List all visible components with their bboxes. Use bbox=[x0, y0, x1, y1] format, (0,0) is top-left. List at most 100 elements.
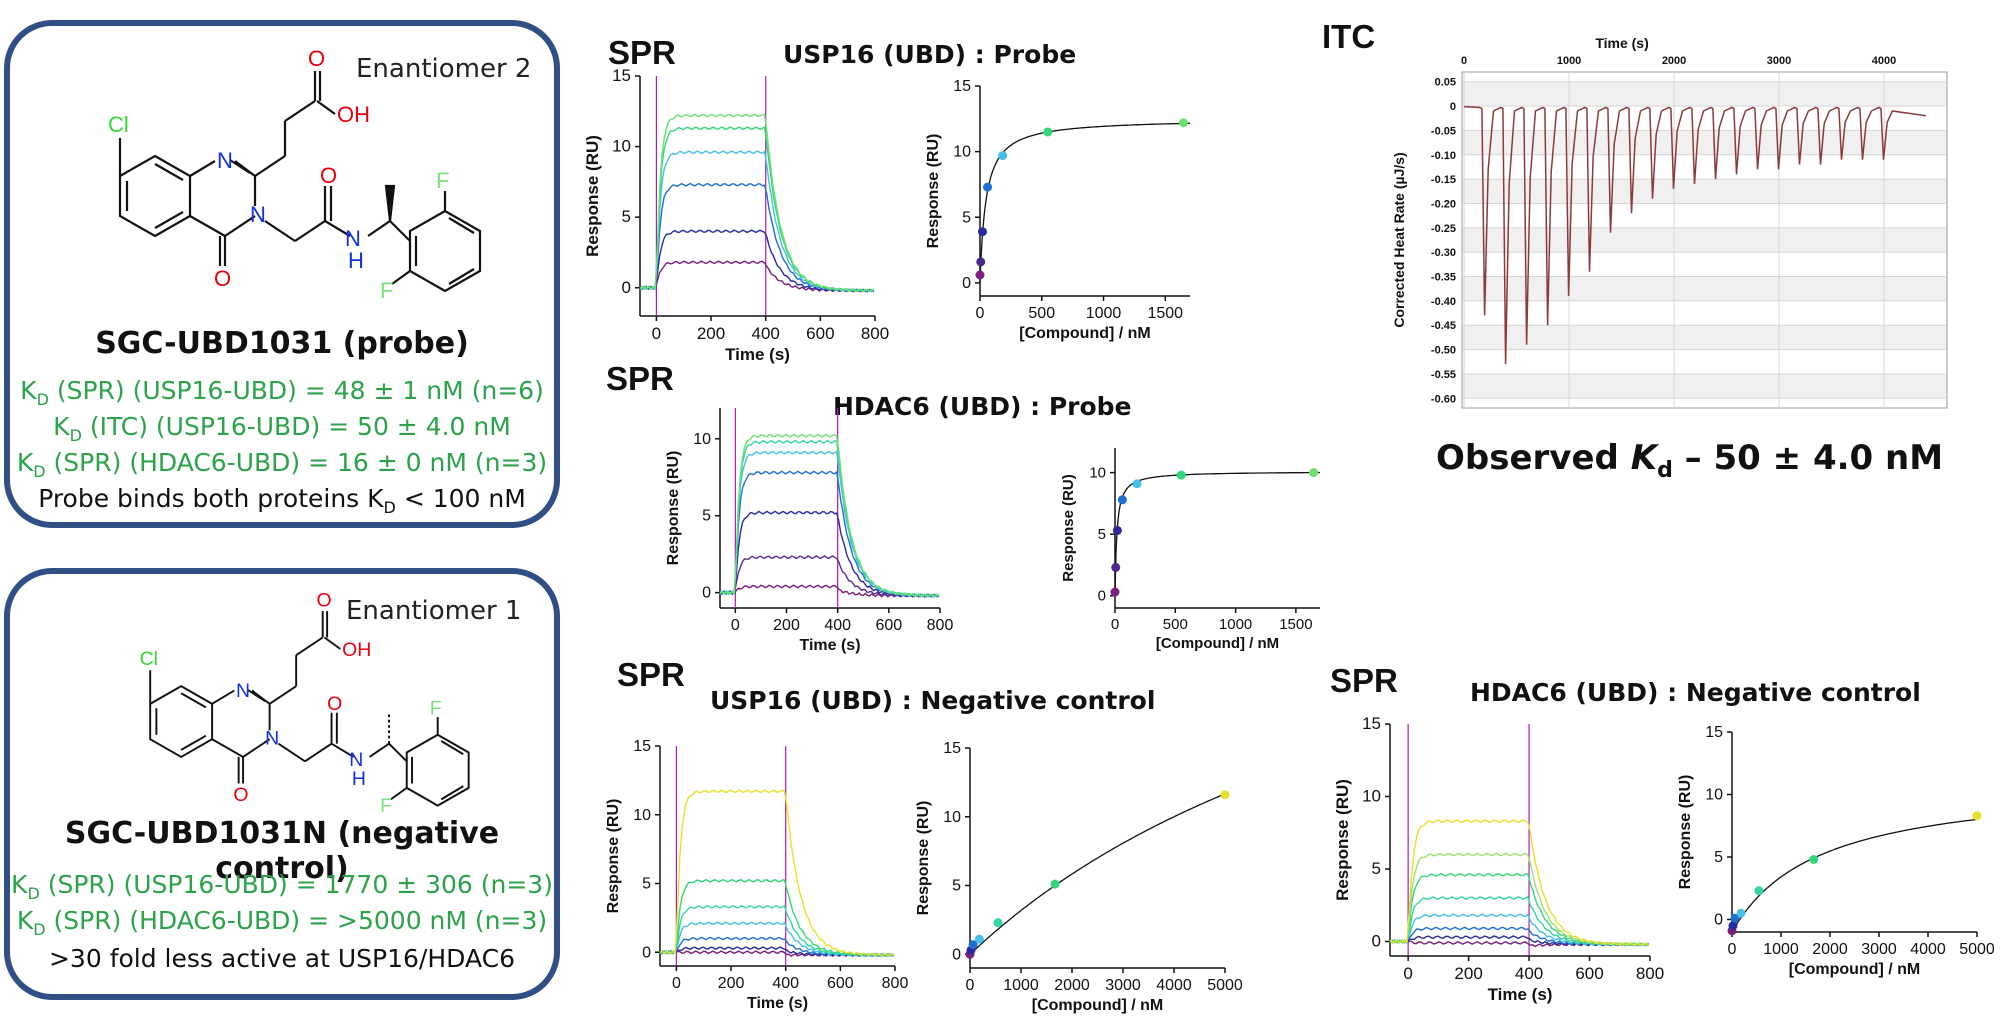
n1-label: N bbox=[217, 148, 233, 173]
negative-control-card: Enantiomer 1 bbox=[4, 568, 560, 1000]
note-sub: D bbox=[383, 498, 396, 517]
hdac6-neg-title: HDAC6 (UBD) : Negative control bbox=[1470, 678, 1921, 707]
nh-n-label: N bbox=[349, 749, 363, 771]
n3-label: N bbox=[265, 728, 279, 750]
probe-kd-line-2: KD (ITC) (USP16-UBD) = 50 ± 4.0 nM bbox=[10, 412, 554, 445]
y-tick-label: -0.40 bbox=[1431, 296, 1456, 308]
f2-label: F bbox=[380, 278, 393, 303]
data-point bbox=[1972, 811, 1982, 821]
data-point bbox=[968, 940, 978, 950]
note-pre: Probe binds both proteins K bbox=[38, 484, 384, 513]
x-tick-label: 2000 bbox=[1662, 55, 1686, 67]
spr-label-1: SPR bbox=[608, 34, 676, 71]
data-point bbox=[1176, 470, 1186, 480]
x-tick-label: 1500 bbox=[1147, 305, 1183, 322]
data-point bbox=[1043, 127, 1053, 137]
y-tick-label: 5 bbox=[962, 209, 971, 226]
data-point bbox=[1050, 879, 1060, 889]
x-tick-label: 0 bbox=[1403, 964, 1412, 983]
data-point bbox=[1736, 908, 1746, 918]
y-tick-label: 5 bbox=[642, 876, 651, 893]
x-tick-label: 0 bbox=[1461, 55, 1467, 67]
data-point bbox=[977, 227, 987, 237]
data-point bbox=[1117, 495, 1127, 505]
x-tick-label: 4000 bbox=[1156, 977, 1192, 994]
x-tick-label: 3000 bbox=[1861, 941, 1897, 958]
x-axis-label: Time (s) bbox=[799, 637, 860, 654]
x-tick-label: 1000 bbox=[1763, 941, 1799, 958]
x-tick-label: 1000 bbox=[1086, 305, 1122, 322]
grid-band bbox=[1462, 179, 1947, 204]
nh-h-label: H bbox=[348, 248, 364, 273]
data-point bbox=[974, 934, 984, 944]
y-axis-label: Corrected Heat Rate (µJ/s) bbox=[1391, 152, 1407, 327]
y-tick-label: 15 bbox=[943, 740, 961, 757]
nh-n-label: N bbox=[345, 226, 361, 251]
sensorgram-series bbox=[639, 182, 875, 293]
x-tick-label: 2000 bbox=[1812, 941, 1848, 958]
y-tick-label: 0 bbox=[1450, 101, 1456, 113]
x-tick-label: 400 bbox=[1515, 964, 1543, 983]
sensorgram-series bbox=[659, 789, 895, 957]
y-tick-label: 10 bbox=[633, 807, 651, 824]
f2-label: F bbox=[380, 795, 392, 817]
fit-curve bbox=[1731, 818, 1978, 933]
sensorgram-series bbox=[1389, 819, 1650, 947]
itc-plot: 0.050-0.05-0.10-0.15-0.20-0.25-0.30-0.35… bbox=[1391, 35, 1948, 409]
y-tick-label: 10 bbox=[943, 809, 961, 826]
spr-label-3: SPR bbox=[617, 656, 685, 693]
y-tick-label: 5 bbox=[702, 508, 711, 525]
sensorgram-series bbox=[659, 878, 895, 957]
data-point bbox=[1220, 790, 1230, 800]
x-tick-label: 1000 bbox=[1557, 55, 1581, 67]
sensorgram-series bbox=[719, 555, 940, 598]
itc-label: ITC bbox=[1322, 18, 1376, 55]
negative-control-name: SGC-UBD1031N (negative control) bbox=[64, 816, 500, 886]
x-tick-label: 600 bbox=[806, 324, 834, 343]
sensorgram-series bbox=[639, 113, 875, 293]
y-tick-label: 15 bbox=[633, 738, 651, 755]
negative-control-structure: Cl N N O O OH O N H F F bbox=[140, 590, 470, 817]
o-acid-label: O bbox=[317, 590, 332, 612]
y-tick-label: 5 bbox=[1098, 526, 1106, 543]
x-tick-label: 400 bbox=[824, 617, 851, 634]
y-tick-label: 0 bbox=[952, 946, 961, 963]
x-tick-label: 0 bbox=[652, 324, 661, 343]
sensorgram-series bbox=[1389, 872, 1649, 947]
y-axis-label: Response (RU) bbox=[1333, 779, 1352, 901]
kd-sub: D bbox=[27, 884, 40, 903]
y-tick-label: 0 bbox=[962, 275, 971, 292]
kd-k: K bbox=[11, 870, 28, 899]
data-point bbox=[1309, 468, 1319, 478]
kd-k: K bbox=[16, 906, 34, 935]
spr-label-4: SPR bbox=[1330, 662, 1398, 699]
x-tick-label: 200 bbox=[718, 975, 745, 992]
data-point bbox=[1730, 913, 1740, 923]
sensorgram-series bbox=[719, 450, 940, 598]
neg-kd-line-1: KD (SPR) (USP16-UBD) = 1770 ± 306 (n=3) bbox=[10, 870, 554, 903]
y-tick-label: 0 bbox=[1098, 588, 1106, 605]
x-tick-label: 200 bbox=[697, 324, 725, 343]
x-tick-label: 0 bbox=[1111, 616, 1119, 633]
x-axis-label: [Compound] / nM bbox=[1019, 325, 1151, 342]
y-tick-label: 10 bbox=[612, 137, 631, 156]
x-tick-label: 400 bbox=[772, 975, 799, 992]
kd-sub: D bbox=[36, 390, 49, 409]
sensorgram-series bbox=[639, 150, 875, 293]
y-tick-label: 0 bbox=[642, 944, 651, 961]
y-axis-label: Response (RU) bbox=[583, 135, 602, 257]
kd-k: K bbox=[16, 448, 34, 477]
y-tick-label: 0 bbox=[702, 585, 711, 602]
y-tick-label: 10 bbox=[953, 144, 971, 161]
spr-label-2: SPR bbox=[606, 360, 674, 397]
x-tick-label: 600 bbox=[875, 617, 902, 634]
x-tick-label: 800 bbox=[861, 324, 889, 343]
x-tick-label: 5000 bbox=[1207, 977, 1243, 994]
kd-text: (ITC) (USP16-UBD) = 50 ± 4.0 nM bbox=[81, 412, 511, 441]
x-tick-label: 200 bbox=[1454, 964, 1482, 983]
grid-band bbox=[1462, 276, 1947, 301]
